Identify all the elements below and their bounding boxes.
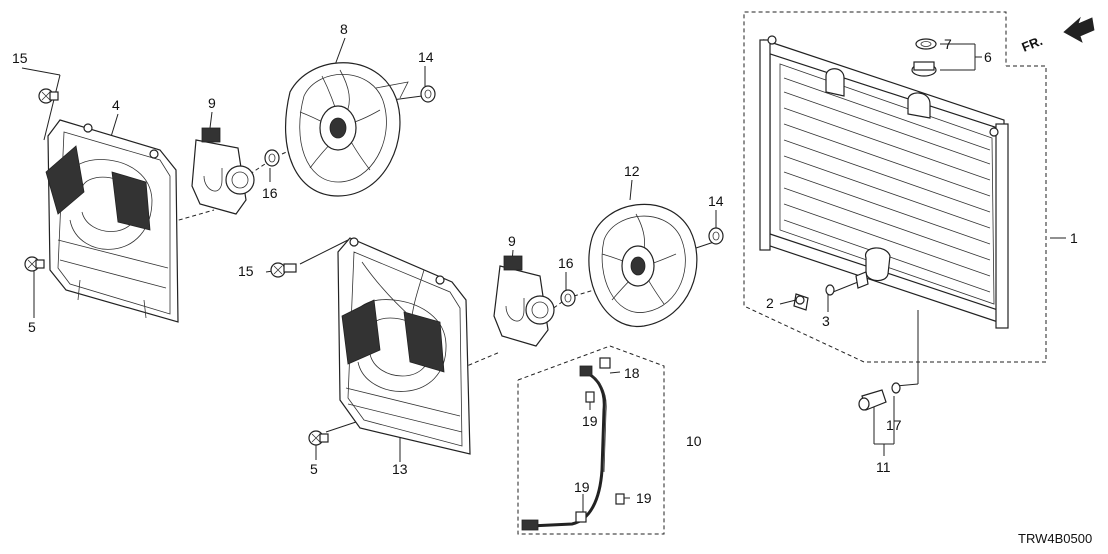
washer-16-left [264,149,280,167]
fr-label: FR. [1020,33,1045,55]
temperature-sensor [858,389,887,411]
nut-14-center [708,227,724,245]
bolt-5-center [308,430,329,446]
fan-shroud-left [45,119,179,323]
callout: 15 [12,50,28,66]
callout: 14 [708,193,724,209]
fan-motor-left [191,127,255,215]
callout: 5 [28,319,36,335]
callout: 4 [112,97,120,113]
fan-blade-8 [284,62,409,197]
callout: 19 [574,479,590,495]
callout: 19 [636,490,652,506]
callout: 16 [262,185,278,201]
front-direction-arrow: FR. [1020,16,1095,55]
fan-shroud-center [337,237,471,455]
callout: 14 [418,49,434,65]
o-ring-17 [891,382,901,394]
callout: 18 [624,365,640,381]
callout: 9 [508,233,516,249]
callout: 3 [822,313,830,329]
drain-plug [793,293,809,311]
radiator [759,35,1009,329]
callout: 19 [582,413,598,429]
callout: 6 [984,49,992,65]
callout: 9 [208,95,216,111]
o-ring-3 [825,284,835,296]
bolt-15-left [38,88,59,104]
callout: 16 [558,255,574,271]
callout: 17 [886,417,902,433]
callout: 10 [686,433,702,449]
diagram-code: TRW4B0500 [1018,531,1092,546]
callout: 13 [392,461,408,477]
callout: 11 [876,459,891,475]
fan-motor-center [493,255,555,347]
radiator-cap [911,38,937,77]
callout: 8 [340,21,348,37]
bolt-15-center [270,262,297,278]
callouts: 15 4 9 8 14 16 5 15 9 16 12 14 5 13 18 1… [12,21,1078,506]
callout: 12 [624,163,640,179]
callout: 5 [310,461,318,477]
callout: 7 [944,36,952,52]
callout: 2 [766,295,774,311]
nut-14-top [420,85,436,103]
wire-harness [521,357,625,531]
washer-16-center [560,289,576,307]
callout: 15 [238,263,254,279]
fan-blade-12 [588,203,698,327]
bolt-5-left [24,256,45,272]
callout: 1 [1070,230,1078,246]
